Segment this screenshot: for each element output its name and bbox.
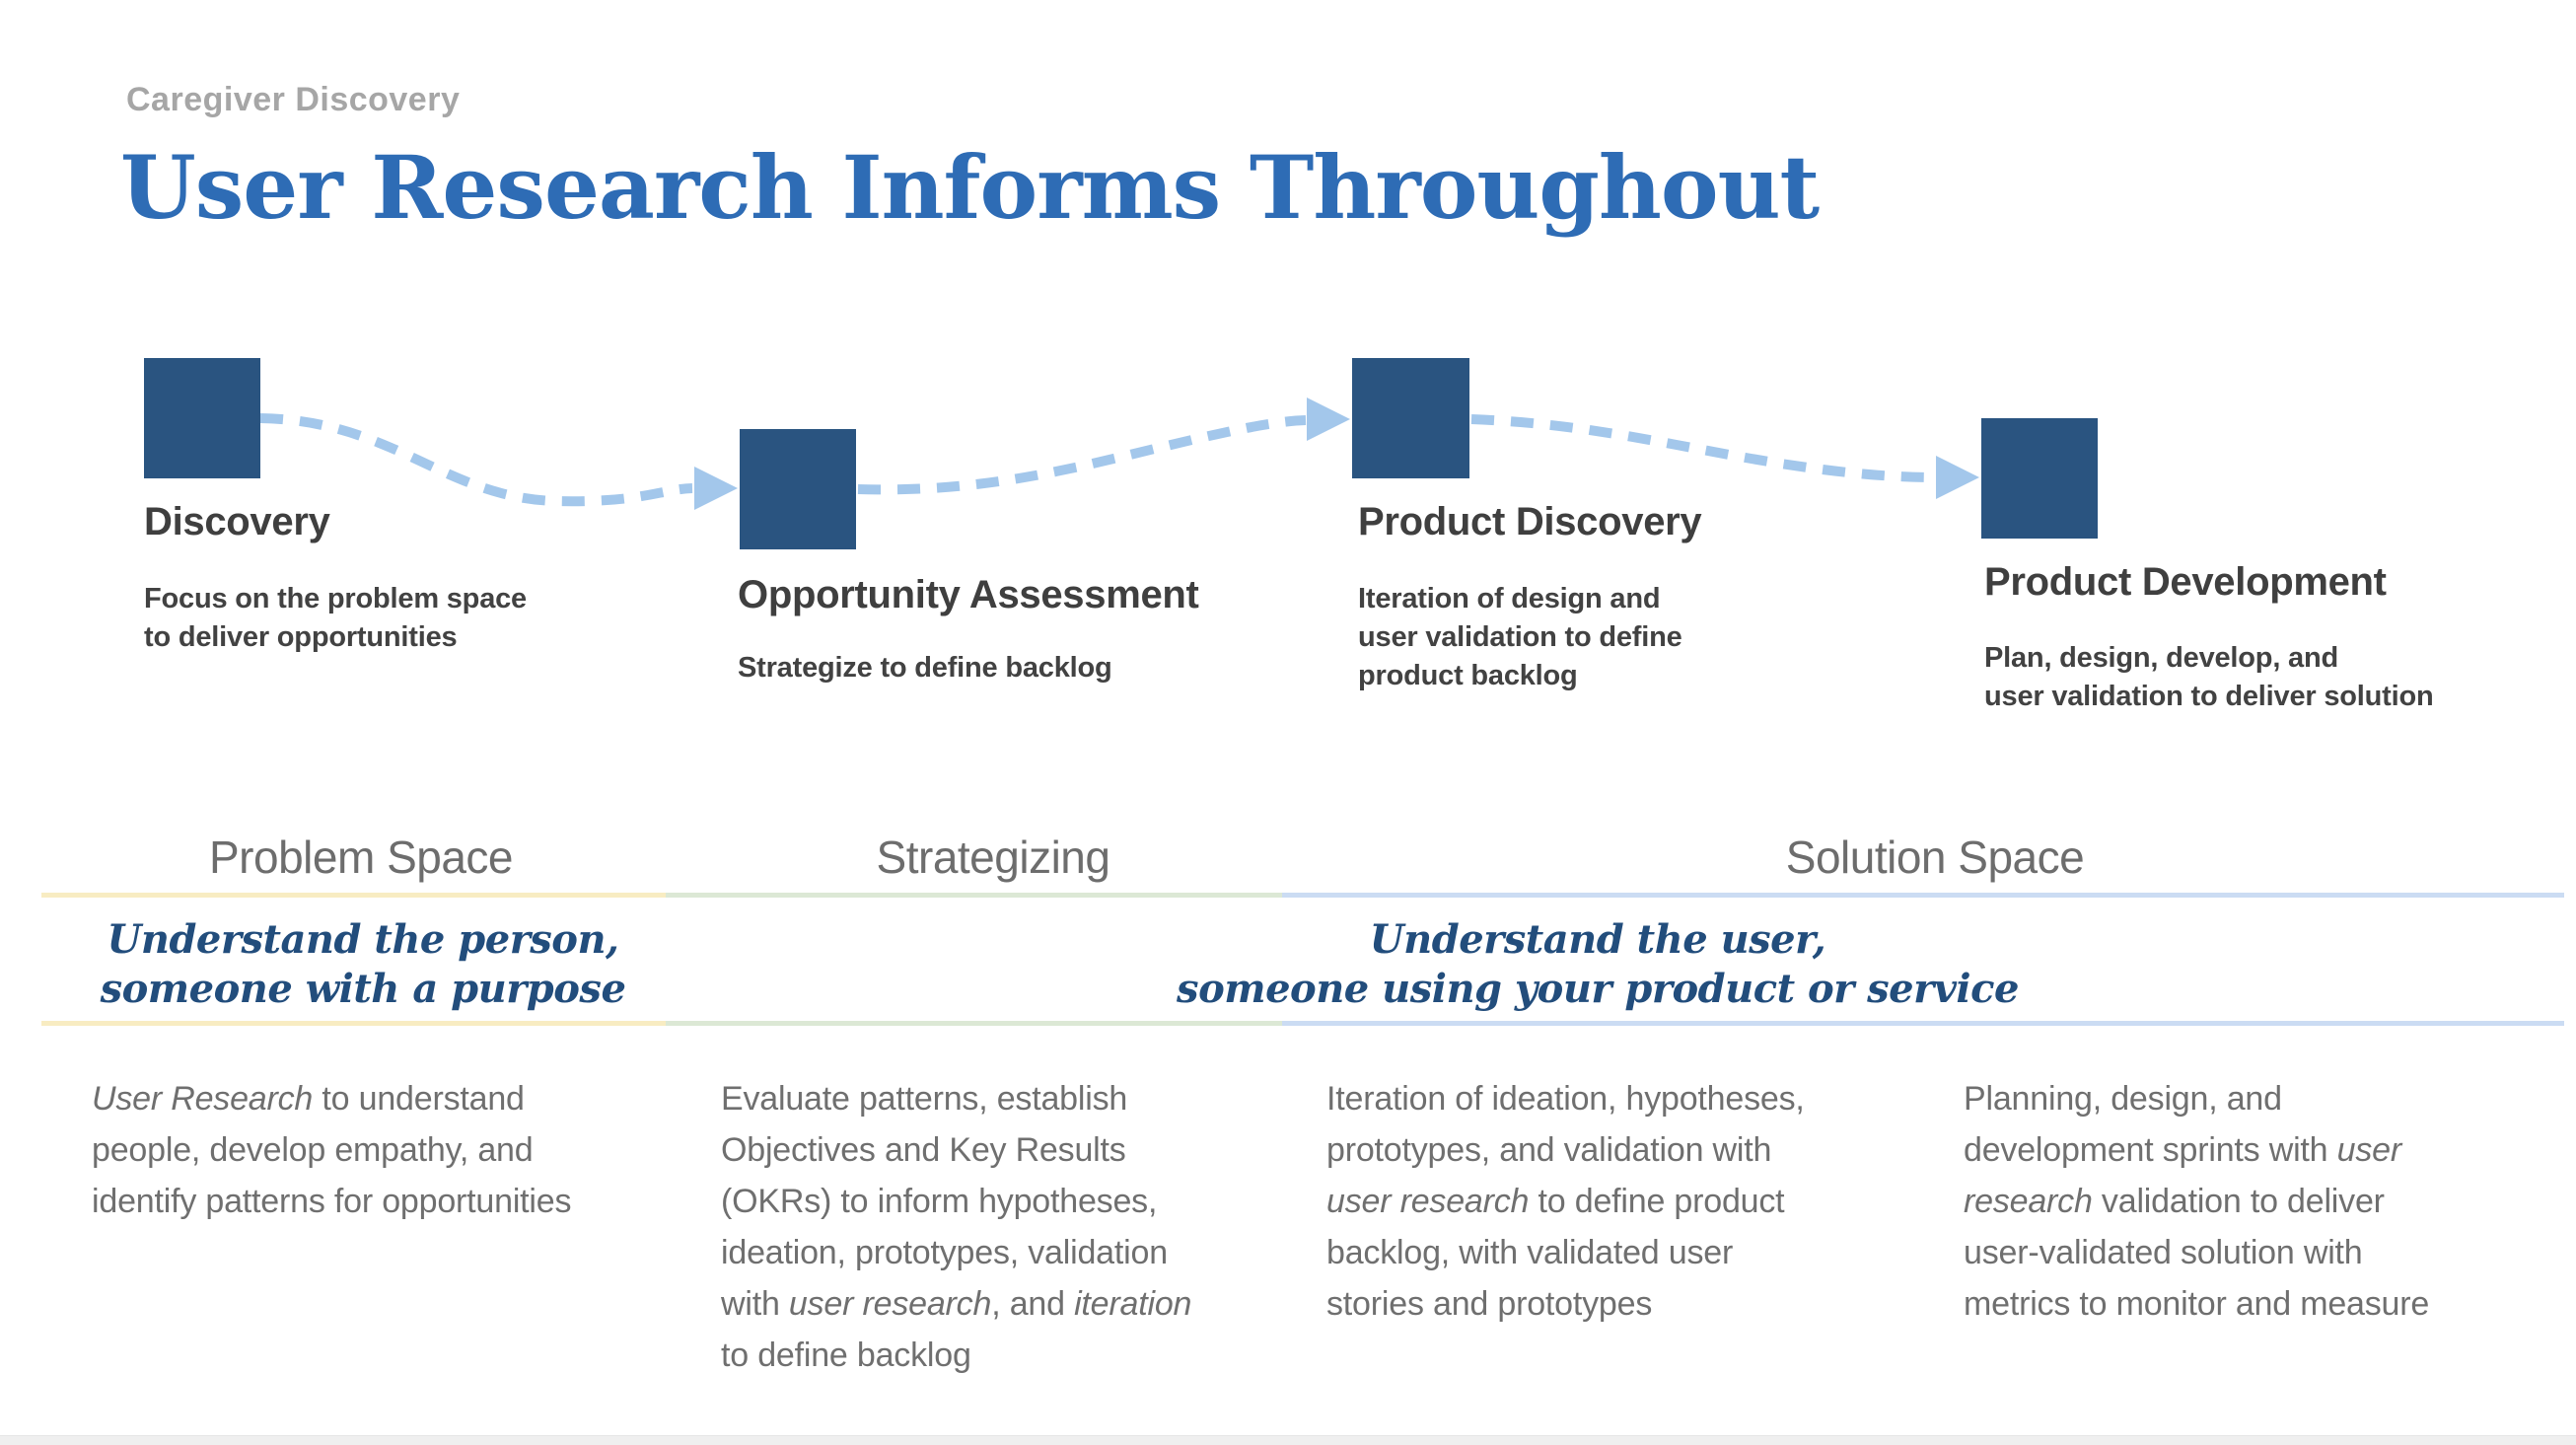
step-desc-discovery: Focus on the problem space to deliver op… bbox=[144, 583, 527, 653]
section-divider-top bbox=[41, 893, 2564, 898]
annotation-problem-space: Understand the person, someone with a pu… bbox=[100, 916, 626, 1012]
step-title-product-discovery: Product Discovery bbox=[1358, 500, 1702, 543]
page-title: User Research Informs Throughout bbox=[120, 136, 1820, 239]
step-title-discovery: Discovery bbox=[144, 500, 330, 543]
divider-segment-yellow bbox=[41, 893, 666, 898]
column-paragraph-strategizing: Evaluate patterns, establish Objectives … bbox=[721, 1080, 1192, 1374]
step-title-product-development: Product Development bbox=[1984, 560, 2387, 604]
divider-segment-green bbox=[666, 893, 1282, 898]
section-divider-bottom bbox=[41, 1021, 2564, 1026]
step-desc-product-discovery: Iteration of design and user validation … bbox=[1358, 583, 1682, 691]
section-header-strategizing: Strategizing bbox=[876, 831, 1110, 883]
arrow-curve-2 bbox=[857, 415, 1307, 495]
annotation-solution-space: Understand the user, someone using your … bbox=[1177, 916, 2019, 1012]
divider-segment-yellow bbox=[41, 1021, 666, 1026]
arrowhead-icon bbox=[1307, 397, 1350, 441]
column-paragraph-product-discovery: Iteration of ideation, hypotheses, proto… bbox=[1326, 1080, 1805, 1323]
step-desc-product-development: Plan, design, develop, and user validati… bbox=[1984, 642, 2434, 712]
step-desc-opportunity-assessment: Strategize to define backlog bbox=[738, 652, 1112, 684]
section-header-problem-space: Problem Space bbox=[209, 831, 514, 883]
flow-square-discovery bbox=[144, 358, 260, 478]
arrow-curve-1 bbox=[259, 413, 693, 507]
arrowhead-icon bbox=[694, 467, 738, 510]
divider-segment-blue bbox=[1282, 1021, 2564, 1026]
arrowhead-icon bbox=[1936, 456, 1979, 499]
step-title-opportunity-assessment: Opportunity Assessment bbox=[738, 573, 1199, 616]
section-header-solution-space: Solution Space bbox=[1785, 831, 2085, 883]
bottom-edge-strip bbox=[0, 1435, 2576, 1445]
flow-square-opportunity-assessment bbox=[740, 429, 856, 549]
column-paragraph-problem-space: User Research to understand people, deve… bbox=[92, 1080, 572, 1220]
arrow-curve-3 bbox=[1470, 414, 1936, 482]
divider-segment-green bbox=[666, 1021, 1282, 1026]
eyebrow-label: Caregiver Discovery bbox=[126, 81, 461, 118]
column-paragraph-product-development: Planning, design, and development sprint… bbox=[1964, 1080, 2430, 1323]
flow-square-product-development bbox=[1981, 418, 2098, 539]
divider-segment-blue bbox=[1282, 893, 2564, 898]
flow-square-product-discovery bbox=[1352, 358, 1469, 478]
